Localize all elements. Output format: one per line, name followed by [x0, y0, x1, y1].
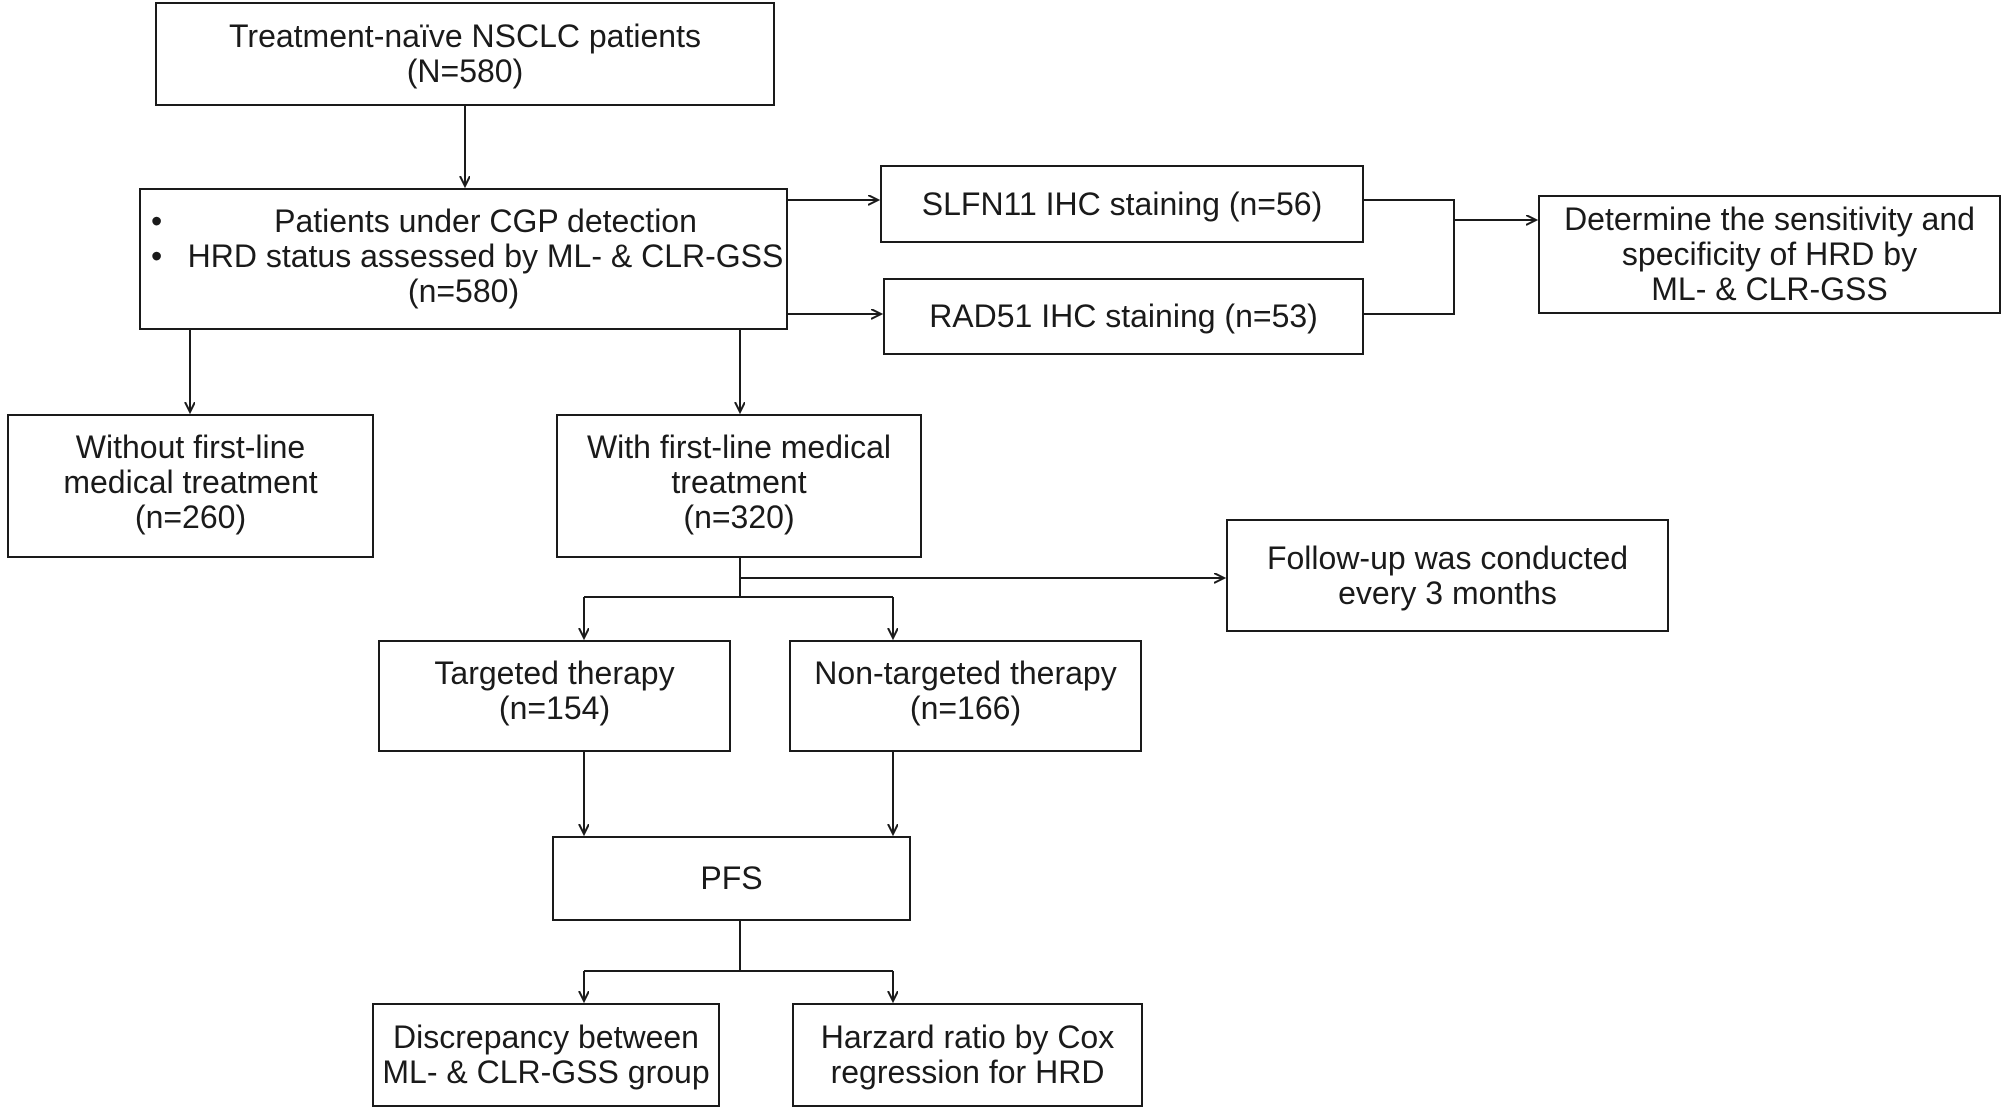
followup-box: Follow-up was conducted every 3 months [1226, 519, 1669, 632]
followup-line-2: every 3 months [1338, 574, 1557, 611]
rad51-label: RAD51 IHC staining (n=53) [929, 298, 1318, 334]
hazard-line-1: Harzard ratio by Cox [820, 1019, 1115, 1055]
determine-line-1: Determine the sensitivity and [1564, 201, 1975, 237]
hazard-line-2: regression for HRD [830, 1054, 1105, 1090]
targeted-line-2: (n=154) [498, 690, 611, 726]
cgp-bullet-1: Patients under CGP detection [151, 204, 786, 240]
without-line-3: (n=260) [134, 499, 247, 535]
hazard-ratio-box: Harzard ratio by Cox regression for HRD [792, 1003, 1143, 1107]
with-treatment-box: With first-line medical treatment (n=320… [556, 414, 922, 558]
start-label: Treatment-naïve NSCLC patients [229, 18, 701, 54]
pfs-box: PFS [552, 836, 911, 921]
discrepancy-line-1: Discrepancy between [393, 1019, 699, 1055]
slfn11-label: SLFN11 IHC staining (n=56) [921, 185, 1323, 222]
slfn11-box: SLFN11 IHC staining (n=56) [880, 165, 1364, 243]
start-box: Treatment-naïve NSCLC patients (N=580) [155, 2, 775, 106]
without-line-2: medical treatment [63, 464, 318, 500]
rad51-box: RAD51 IHC staining (n=53) [883, 278, 1364, 355]
start-count: (N=580) [406, 53, 524, 89]
cgp-bullet-list: Patients under CGP detection HRD status … [141, 204, 786, 275]
cgp-count: (n=580) [407, 273, 520, 309]
with-line-2: treatment [671, 464, 807, 500]
pfs-label: PFS [700, 860, 763, 896]
determine-box: Determine the sensitivity and specificit… [1538, 195, 2001, 314]
connector-slfn11-merge [1364, 199, 1455, 315]
targeted-therapy-box: Targeted therapy (n=154) [378, 640, 731, 752]
followup-line-1: Follow-up was conducted [1266, 539, 1629, 576]
nontargeted-therapy-box: Non-targeted therapy (n=166) [789, 640, 1142, 752]
with-line-3: (n=320) [683, 499, 795, 535]
targeted-line-1: Targeted therapy [434, 655, 675, 691]
without-treatment-box: Without first-line medical treatment (n=… [7, 414, 374, 558]
cgp-bullet-2: HRD status assessed by ML- & CLR-GSS [151, 239, 786, 275]
determine-line-3: ML- & CLR-GSS [1651, 271, 1888, 307]
discrepancy-box: Discrepancy between ML- & CLR-GSS group [372, 1003, 720, 1107]
nontargeted-line-1: Non-targeted therapy [814, 655, 1117, 691]
without-line-1: Without first-line [75, 429, 306, 465]
with-line-1: With first-line medical [586, 429, 892, 465]
discrepancy-line-2: ML- & CLR-GSS group [382, 1054, 710, 1090]
cgp-box: Patients under CGP detection HRD status … [139, 188, 788, 330]
determine-line-2: specificity of HRD by [1621, 236, 1918, 272]
nontargeted-line-2: (n=166) [909, 690, 1022, 726]
